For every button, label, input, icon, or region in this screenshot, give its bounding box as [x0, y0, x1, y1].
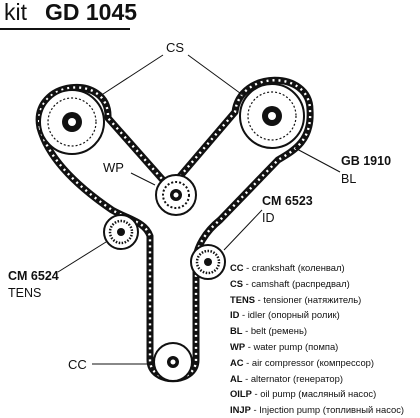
kit-code: GD 1045	[45, 0, 138, 25]
label-tensioner-code: CM 6524	[8, 269, 59, 283]
camshaft-pulley-right	[239, 83, 305, 149]
label-wp: WP	[103, 160, 124, 175]
label-cc: CC	[68, 357, 87, 372]
crankshaft-pulley	[153, 342, 193, 382]
idler-pulley	[190, 244, 226, 280]
water-pump-pulley	[155, 174, 197, 216]
label-belt-type: BL	[341, 172, 356, 186]
leader-lines	[57, 54, 341, 365]
abbreviation-legend: CC - crankshaft (коленвал) CS - camshaft…	[230, 260, 420, 418]
legend-row: CC - crankshaft (коленвал)	[230, 262, 345, 273]
legend-row: AC - air compressor (компрессор)	[230, 356, 375, 368]
title-underline	[0, 28, 130, 30]
label-tensioner-type: TENS	[8, 286, 41, 300]
legend-row: OILP - oil pump (масляный насос)	[230, 388, 377, 400]
label-belt-code: GB 1910	[341, 154, 391, 168]
legend-row: AL - alternator (генератор)	[230, 372, 343, 384]
legend-row: INJP - Injection pump (топливный насос)	[230, 404, 405, 416]
label-idler-type: ID	[262, 211, 275, 225]
legend-row: BL - belt (ремень)	[230, 325, 307, 337]
label-cs: CS	[166, 40, 184, 55]
legend-row: ID - idler (опорный ролик)	[230, 309, 340, 321]
camshaft-pulley-left	[39, 89, 105, 155]
legend-row: CS - camshaft (распредвал)	[230, 277, 350, 289]
legend-row: TENS - tensioner (натяжитель)	[230, 293, 362, 305]
legend-row: WP - water pump (помпа)	[230, 340, 339, 352]
kit-word: kit	[4, 0, 27, 25]
label-idler-code: CM 6523	[262, 194, 313, 208]
tensioner-pulley	[103, 214, 139, 250]
